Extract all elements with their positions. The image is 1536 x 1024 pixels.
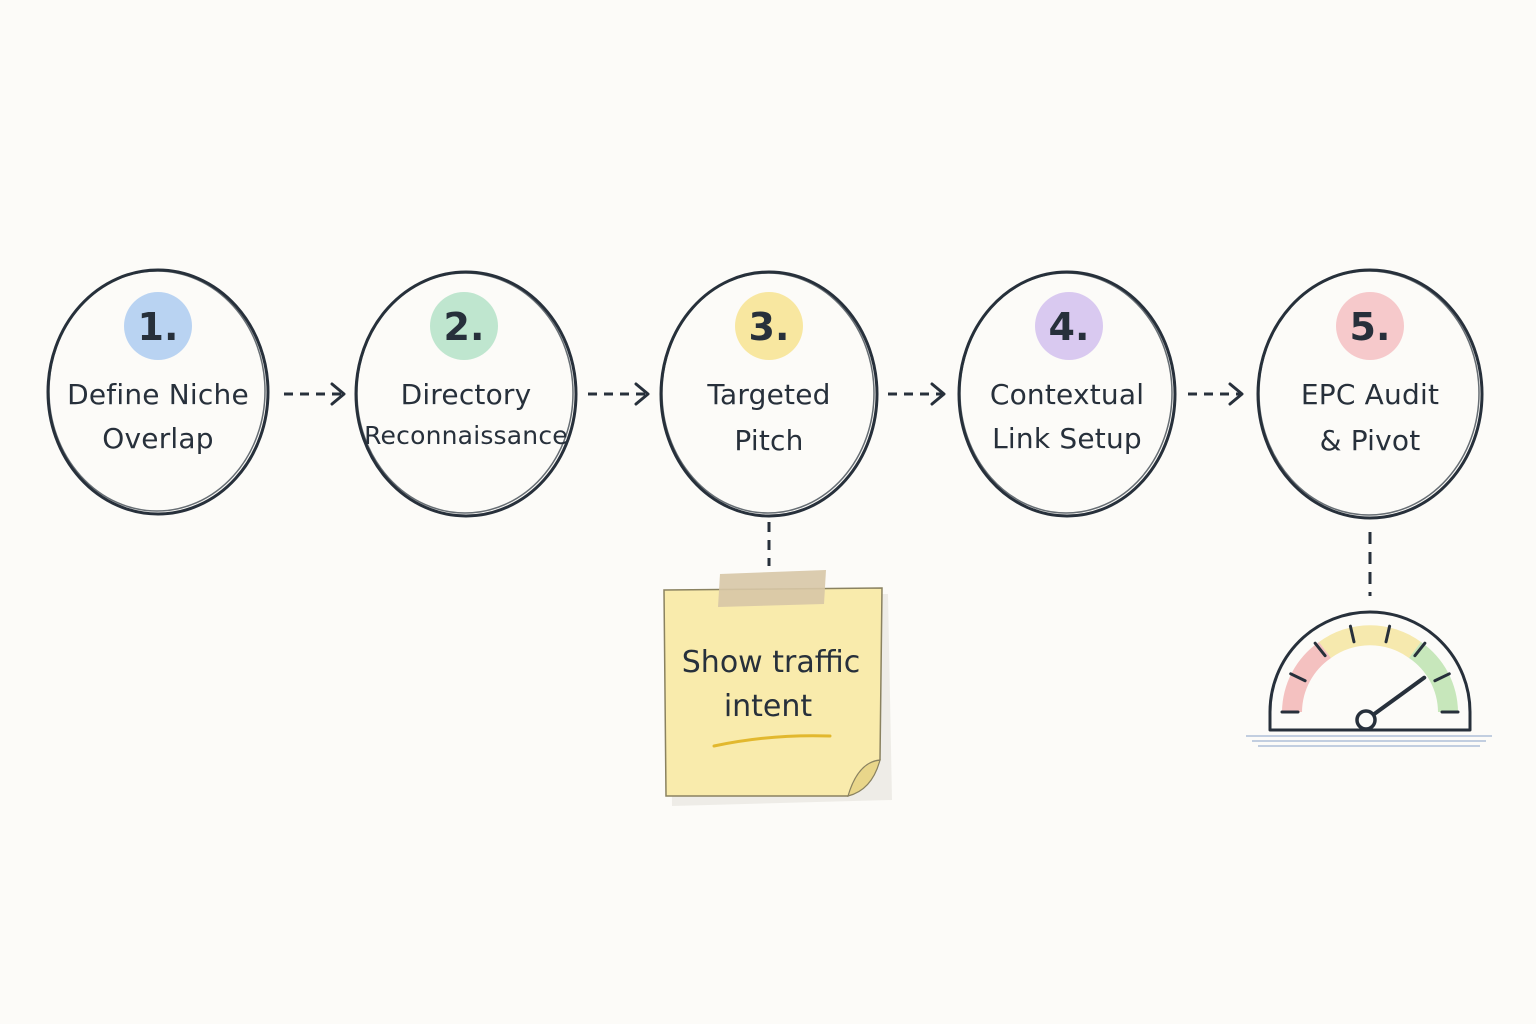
gauge-tick <box>1384 624 1392 644</box>
gauge-zone-yellow <box>1319 625 1421 658</box>
step-4: 4. Contextual Link Setup <box>957 270 1177 518</box>
step-4-label-line-1: Contextual <box>990 378 1144 411</box>
gauge-tick <box>1348 624 1356 644</box>
step-1-label-line-2: Overlap <box>102 422 213 455</box>
gauge-tick <box>1289 672 1307 683</box>
arrow-4-5 <box>1188 382 1244 406</box>
gauge-tick <box>1413 641 1427 658</box>
step-5-label-line-2: & Pivot <box>1320 424 1421 457</box>
gauge-outline <box>1268 610 1472 732</box>
sticky-note-line-1: Show traffic <box>682 645 860 680</box>
step-5: 5. EPC Audit & Pivot <box>1256 268 1484 520</box>
step-5-number: 5. <box>1350 305 1391 349</box>
sticky-note: Show traffic intent <box>663 570 892 806</box>
step-5-label-line-1: EPC Audit <box>1301 378 1439 411</box>
gauge-tick <box>1313 641 1327 658</box>
gauge-tick <box>1433 672 1451 683</box>
sticky-note-underline <box>712 734 832 748</box>
gauge-needle <box>1364 675 1427 722</box>
step-3-number: 3. <box>749 305 790 349</box>
step-1-badge <box>124 292 192 360</box>
gauge-zone-green <box>1409 642 1458 712</box>
arrow-1-2 <box>284 382 346 406</box>
step-3-label-line-1: Targeted <box>706 378 830 411</box>
step-1: 1. Define Niche Overlap <box>46 268 270 516</box>
step-4-label-line-2: Link Setup <box>992 422 1142 455</box>
step-2-badge <box>430 292 498 360</box>
step-4-badge <box>1035 292 1103 360</box>
gauge-zone-red <box>1282 642 1331 712</box>
gauge-base-scribble <box>1246 735 1492 747</box>
gauge-pivot <box>1355 709 1377 731</box>
step-5-badge <box>1336 292 1404 360</box>
sticky-note-line-2: intent <box>724 689 813 724</box>
step-1-label-line-1: Define Niche <box>67 378 249 411</box>
sticky-note-curl <box>847 759 881 797</box>
step-2: 2. Directory Reconnaissance <box>354 270 578 518</box>
gauge <box>1246 610 1492 747</box>
step-2-label-line-1: Directory <box>401 378 532 411</box>
step-3-badge <box>735 292 803 360</box>
step-1-number: 1. <box>138 305 179 349</box>
arrow-3-4 <box>888 382 946 406</box>
gauge-ticks <box>1280 624 1460 714</box>
sticky-note-tape <box>718 570 826 607</box>
step-2-number: 2. <box>444 305 485 349</box>
arrow-2-3 <box>588 382 650 406</box>
step-4-number: 4. <box>1049 305 1090 349</box>
step-3-label-line-2: Pitch <box>734 424 803 457</box>
step-3: 3. Targeted Pitch <box>659 270 879 518</box>
step-2-label-line-2: Reconnaissance <box>364 421 568 450</box>
